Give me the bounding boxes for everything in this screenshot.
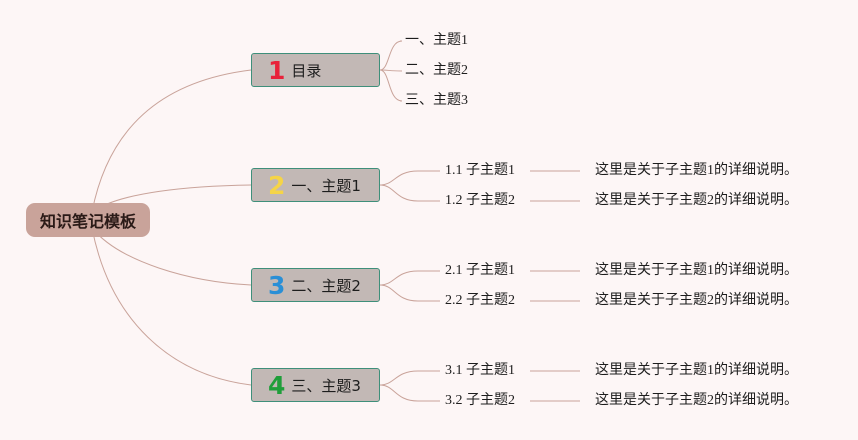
subtopic-node[interactable]: 2.2 子主题2 (445, 293, 515, 308)
subtopic-node[interactable]: 3.2 子主题2 (445, 393, 515, 408)
branch-label: 三、主题3 (291, 376, 361, 395)
branch-to-toc-item-line (379, 40, 403, 71)
number-4-badge: 4 (268, 370, 286, 400)
root-to-branch-3-line (91, 227, 252, 286)
root-node[interactable]: 知识笔记模板 (26, 203, 150, 237)
subtopic-note[interactable]: 这里是关于子主题1的详细说明。 (595, 163, 798, 178)
branch-node-topic-1[interactable]: 2 一、主题1 (251, 168, 380, 202)
branch-label: 二、主题2 (291, 276, 361, 295)
subtopic-note[interactable]: 这里是关于子主题1的详细说明。 (595, 363, 798, 378)
branch-node-toc[interactable]: 1 目录 (251, 53, 380, 87)
branch-to-subtopic-line (379, 170, 440, 186)
branch-node-topic-2[interactable]: 3 二、主题2 (251, 268, 380, 302)
branch-label: 一、主题1 (291, 176, 361, 195)
subtopic-node[interactable]: 1.2 子主题2 (445, 193, 515, 208)
branch-to-subtopic-line (379, 284, 440, 302)
subtopic-note[interactable]: 这里是关于子主题1的详细说明。 (595, 263, 798, 278)
branch-to-subtopic-line (379, 270, 440, 286)
subtopic-note[interactable]: 这里是关于子主题2的详细说明。 (595, 393, 798, 408)
subtopic-note[interactable]: 这里是关于子主题2的详细说明。 (595, 293, 798, 308)
root-label: 知识笔记模板 (39, 212, 136, 231)
branch-to-subtopic-line (379, 370, 440, 386)
subtopic-node[interactable]: 1.1 子主题1 (445, 163, 515, 178)
branch-to-toc-item-line (379, 69, 403, 102)
number-1-badge: 1 (268, 55, 286, 85)
subtopic-note[interactable]: 这里是关于子主题2的详细说明。 (595, 193, 798, 208)
root-to-branch-1-line (91, 69, 252, 213)
branch-label: 目录 (291, 61, 322, 80)
branch-to-subtopic-line (379, 184, 440, 202)
number-3-badge: 3 (268, 270, 286, 300)
subtopic-node[interactable]: 2.1 子主题1 (445, 263, 515, 278)
branch-node-topic-3[interactable]: 4 三、主题3 (251, 368, 380, 402)
number-2-badge: 2 (268, 170, 286, 200)
root-to-branch-4-line (91, 227, 252, 386)
toc-item[interactable]: 三、主题3 (405, 93, 468, 108)
toc-item[interactable]: 一、主题1 (405, 33, 468, 48)
branch-to-toc-item-line (379, 69, 403, 72)
subtopic-node[interactable]: 3.1 子主题1 (445, 363, 515, 378)
toc-item[interactable]: 二、主题2 (405, 63, 468, 78)
branch-to-subtopic-line (379, 384, 440, 402)
